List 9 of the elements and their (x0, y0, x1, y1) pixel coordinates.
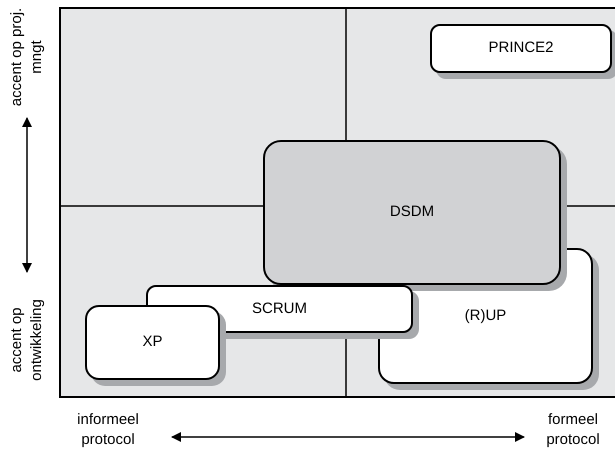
method-name: DSDM (390, 202, 434, 222)
method-name: XP (142, 332, 162, 352)
axis-label: accent op proj. mngt (7, 6, 46, 108)
method-name: SCRUM (252, 298, 307, 319)
axis-label: informeel protocol (76, 410, 140, 450)
axis-label: formeel protocol (545, 410, 601, 450)
method-name: PRINCE2 (488, 38, 554, 58)
axis-label: accent op ontwikkeling (7, 298, 46, 383)
method-name: (R)UP (464, 306, 506, 326)
